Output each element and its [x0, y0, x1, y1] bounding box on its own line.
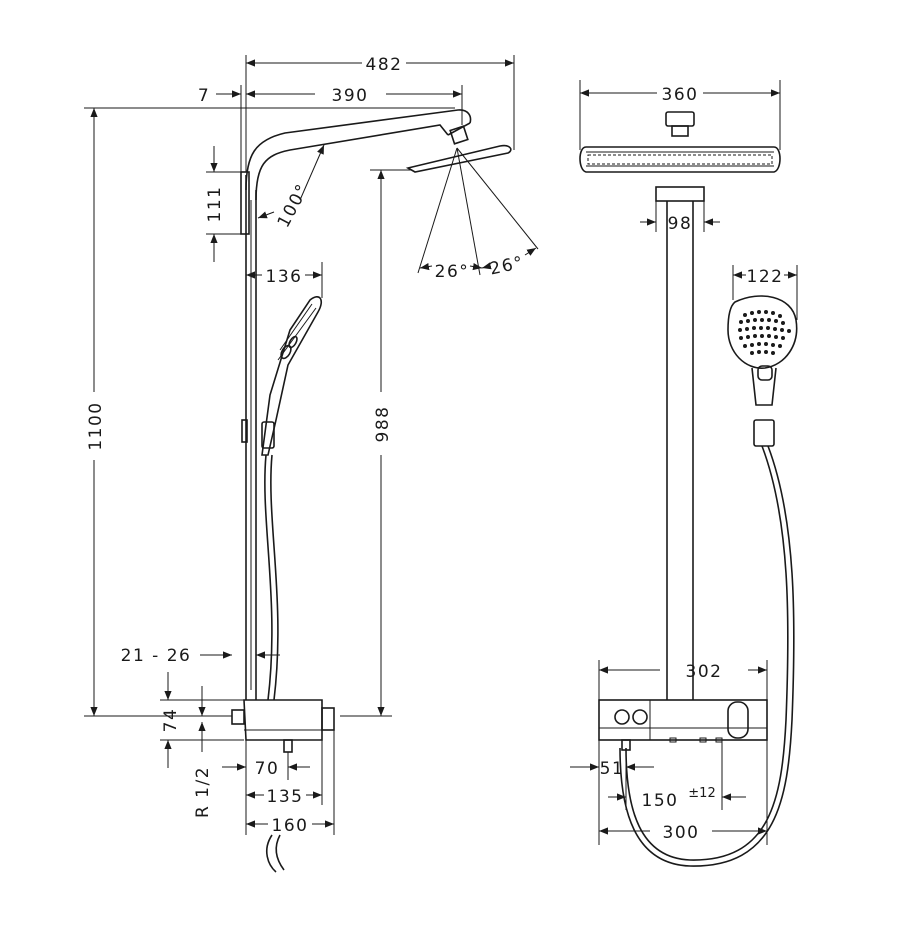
dim-wall-gap: 21 - 26: [121, 646, 192, 666]
side-view: 482 390 7 1100 111 988 136 100° 26° 26° …: [84, 55, 539, 873]
dim-160: 160: [272, 816, 309, 836]
dim-360: 360: [662, 85, 699, 105]
dim-spray-left: 26°: [435, 262, 470, 282]
overhead-shower-side: [405, 125, 512, 173]
dim-136: 136: [266, 267, 303, 287]
wall-bracket: [240, 171, 250, 235]
dim-70: 70: [255, 759, 280, 779]
dim-482: 482: [366, 55, 403, 75]
front-view: 360 98 122 302 51 150 ±12 300: [570, 80, 798, 867]
overhead-shower-front: [579, 111, 781, 173]
dim-spray-right: 26°: [488, 253, 526, 280]
spray-angle-lines: [417, 147, 539, 276]
dim-r-half: R 1/2: [193, 766, 213, 818]
dim-1100: 1100: [86, 401, 106, 450]
dim-135: 135: [267, 787, 304, 807]
front-extension-lines: [579, 80, 798, 845]
dim-7: 7: [198, 86, 210, 106]
side-dimension-lines: [90, 59, 537, 828]
front-dimension-lines: [570, 89, 797, 835]
dim-150: 150: [642, 791, 679, 811]
dim-angle-100: 100°: [274, 180, 314, 231]
hose-side: [264, 454, 285, 873]
dim-988: 988: [373, 406, 393, 443]
dim-74: 74: [161, 708, 181, 733]
thermostat-side: [231, 699, 335, 753]
hand-shower-front: [727, 295, 798, 447]
dim-tolerance: ±12: [688, 786, 715, 801]
shower-arm: [245, 109, 472, 201]
hose-front: [619, 445, 795, 867]
dim-111: 111: [205, 186, 225, 223]
dim-98: 98: [668, 214, 693, 234]
dim-51: 51: [600, 759, 625, 779]
thermostat-front: [598, 699, 768, 751]
riser-pipe-front: [655, 186, 705, 700]
hand-shower-side: [261, 296, 322, 456]
dim-122: 122: [747, 267, 784, 287]
dim-390: 390: [332, 86, 369, 106]
dim-302: 302: [686, 662, 723, 682]
dim-300: 300: [663, 823, 700, 843]
handshower-holder: [241, 419, 248, 443]
